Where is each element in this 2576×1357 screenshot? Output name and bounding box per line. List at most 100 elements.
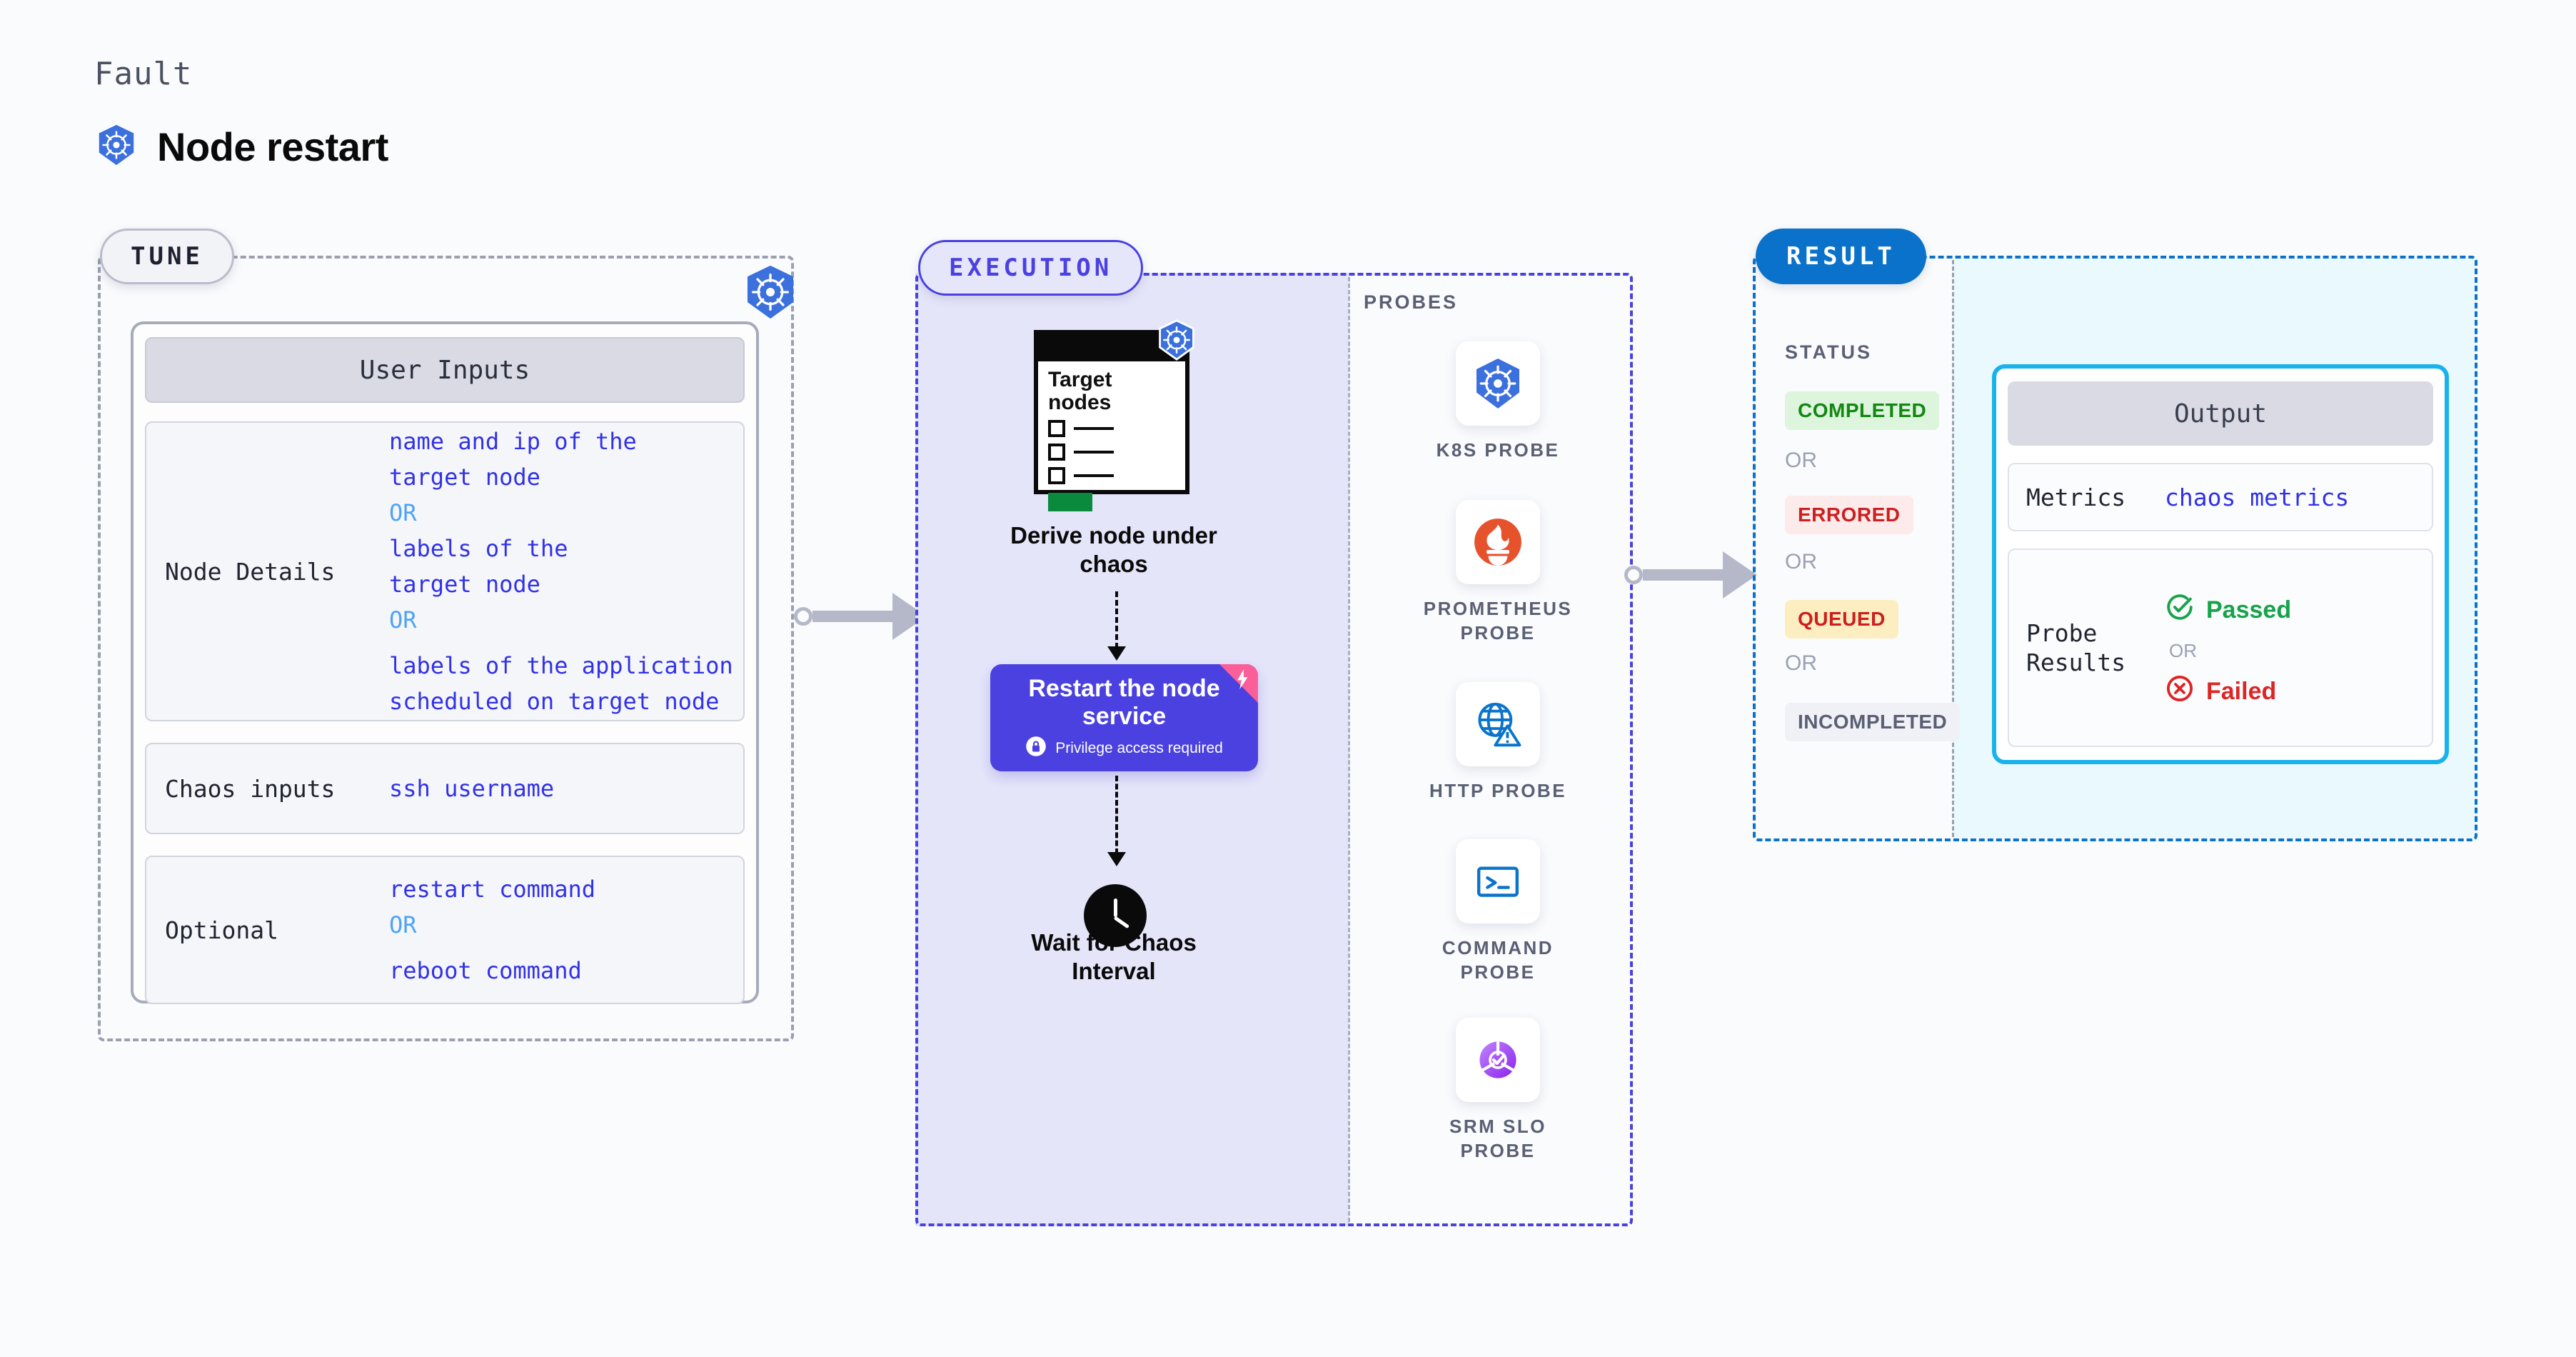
placeholder-line — [1074, 450, 1114, 454]
or-separator: OR — [389, 499, 417, 526]
or-separator: OR — [389, 911, 417, 938]
value-text: labels of the — [389, 535, 568, 562]
probes-divider — [1348, 277, 1350, 1222]
probe-result-passed: Passed — [2165, 592, 2291, 629]
or-separator: OR — [1785, 550, 1817, 574]
flow-arrow-head — [1107, 852, 1126, 866]
or-separator: OR — [389, 606, 417, 634]
connector-arrowhead — [1723, 551, 1757, 599]
list-item — [1048, 419, 1185, 437]
label-line-2: PROBE — [1460, 1139, 1536, 1161]
probe-k8s[interactable]: K8S PROBE — [1405, 341, 1591, 463]
kubernetes-icon — [1155, 319, 1198, 365]
value-text: reboot command — [389, 957, 582, 984]
label-line-1: K8S PROBE — [1436, 439, 1560, 461]
caption-line-1: Wait for Chaos — [1031, 929, 1197, 956]
connector-dot — [1624, 566, 1643, 584]
connector-bar — [1643, 569, 1723, 581]
value-text: restart command — [389, 876, 595, 903]
row-values: name and ip of the target node OR labels… — [389, 423, 733, 720]
checkbox-icon — [1048, 419, 1065, 437]
result-pill[interactable]: RESULT — [1756, 229, 1926, 284]
status-badge-incompleted: INCOMPLETED — [1785, 703, 1961, 741]
output-row-metrics: Metrics chaos metrics — [2008, 463, 2433, 531]
restart-title: Restart the node service — [1028, 675, 1219, 731]
probe-label: K8S PROBE — [1437, 439, 1560, 463]
status-badge-queued: QUEUED — [1785, 600, 1898, 639]
node-checkbox-list — [1038, 414, 1185, 484]
list-item — [1048, 466, 1185, 484]
fault-bolt-icon — [1229, 667, 1254, 695]
fault-kicker: Fault — [94, 56, 193, 92]
probe-srm-slo[interactable]: SRM SLO PROBE — [1405, 1018, 1591, 1163]
title-line-1: Target — [1048, 368, 1112, 391]
execution-pill[interactable]: EXECUTION — [918, 240, 1144, 296]
probe-label: SRM SLO PROBE — [1449, 1115, 1546, 1163]
tune-panel — [98, 256, 794, 1041]
flow-arrow-line — [1115, 776, 1118, 854]
probe-http[interactable]: HTTP PROBE — [1405, 682, 1591, 803]
probe-label: COMMAND PROBE — [1442, 936, 1554, 985]
row-values: ssh username — [389, 744, 554, 833]
value-text: labels of the application — [389, 652, 733, 679]
label-line-1: HTTP PROBE — [1429, 780, 1567, 801]
result-panel — [1753, 256, 2477, 841]
privilege-note: Privilege access required — [1025, 736, 1223, 761]
user-inputs-header: User Inputs — [145, 337, 745, 403]
step-caption-wait: Wait for Chaos Interval — [985, 928, 1242, 985]
row-node-details: Node Details name and ip of the target n… — [145, 421, 745, 721]
probe-label: PROMETHEUS PROBE — [1424, 597, 1572, 646]
value-text: scheduled on target node — [389, 688, 720, 715]
result-divider — [1952, 260, 1954, 837]
step-caption-derive: Derive node under chaos — [964, 521, 1264, 578]
probe-result-values: Passed OR Failed — [2165, 550, 2291, 746]
page-title: Node restart — [94, 123, 388, 171]
label-line-1: PROMETHEUS — [1423, 598, 1573, 619]
terminal-icon — [1456, 839, 1540, 923]
fault-title: Node restart — [157, 124, 388, 169]
title-line-1: Restart the node — [1028, 674, 1220, 702]
label-line-1: Probe — [2026, 619, 2098, 647]
clock-icon — [1084, 884, 1147, 947]
value-text: ssh username — [389, 775, 555, 802]
label-line-1: SRM SLO — [1449, 1116, 1546, 1137]
restart-node-service-box[interactable]: Restart the node service Privilege acces… — [990, 664, 1258, 771]
kubernetes-icon — [741, 263, 800, 325]
lock-icon — [1025, 736, 1047, 761]
placeholder-line — [1074, 474, 1114, 477]
label-line-2: PROBE — [1460, 621, 1536, 644]
row-label: Optional — [165, 916, 278, 944]
target-nodes-title: Target nodes — [1038, 361, 1185, 414]
row-label: Node Details — [165, 557, 336, 586]
row-value: chaos metrics — [2165, 483, 2350, 511]
probe-prometheus[interactable]: PROMETHEUS PROBE — [1405, 500, 1591, 646]
privilege-text: Privilege access required — [1055, 739, 1223, 756]
prometheus-icon — [1456, 500, 1540, 584]
row-label: Metrics — [2026, 483, 2126, 511]
caption-line-2: chaos — [1080, 550, 1148, 577]
title-line-2: nodes — [1048, 390, 1112, 414]
label-line-2: PROBE — [1460, 961, 1536, 983]
output-row-probe-results: Probe Results Passed OR — [2008, 549, 2433, 747]
probe-command[interactable]: COMMAND PROBE — [1405, 839, 1591, 985]
connector-execution-to-result — [1624, 551, 1757, 599]
flow-arrow-line — [1115, 591, 1118, 649]
row-values: restart command OR reboot command — [389, 857, 595, 1003]
check-circle-icon — [2165, 592, 2195, 629]
placeholder-line — [1074, 426, 1114, 430]
connector-dot — [794, 607, 812, 626]
value-text: target node — [389, 464, 540, 491]
target-nodes-card: Target nodes — [1034, 330, 1189, 511]
or-separator: OR — [1785, 449, 1817, 472]
row-optional: Optional restart command OR reboot comma… — [145, 856, 745, 1004]
caption-line-2: Interval — [1072, 957, 1156, 984]
tune-pill[interactable]: TUNE — [100, 229, 234, 284]
list-item — [1048, 443, 1185, 461]
value-text: name and ip of the — [389, 428, 637, 455]
flow-arrow-head — [1107, 646, 1126, 661]
title-line-2: service — [1082, 702, 1167, 730]
selected-node-bar — [1048, 492, 1092, 511]
status-badge-errored: ERRORED — [1785, 496, 1913, 534]
row-chaos-inputs: Chaos inputs ssh username — [145, 743, 745, 834]
